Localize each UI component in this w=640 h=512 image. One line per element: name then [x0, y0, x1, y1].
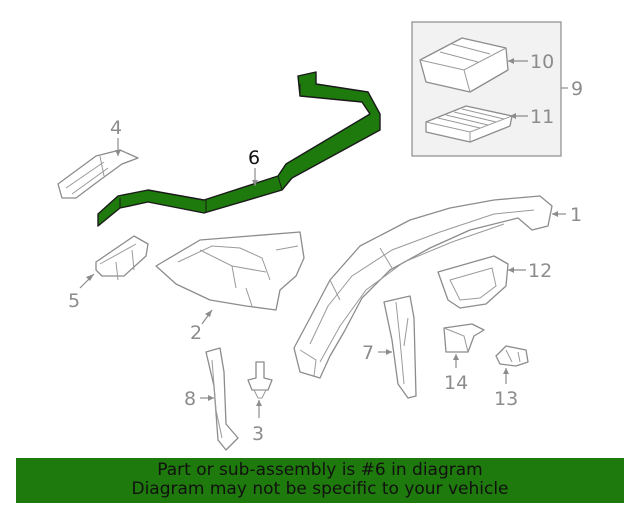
part-1[interactable]	[293, 195, 553, 379]
callout-10[interactable]: 10	[530, 51, 554, 73]
part-3[interactable]	[247, 361, 273, 399]
part-8[interactable]	[205, 347, 239, 451]
part-14[interactable]	[443, 323, 485, 353]
banner-line-2: Diagram may not be specific to your vehi…	[131, 479, 509, 499]
callout-1[interactable]: 1	[570, 204, 582, 226]
callout-3[interactable]: 3	[252, 423, 264, 445]
leader-lines	[79, 138, 566, 418]
callout-4[interactable]: 4	[110, 117, 122, 139]
inset-group	[411, 21, 568, 157]
callout-7[interactable]: 7	[362, 342, 374, 364]
part-2[interactable]	[155, 231, 305, 311]
banner-line-1: Part or sub-assembly is #6 in diagram	[157, 460, 483, 480]
part-11[interactable]	[425, 105, 513, 143]
info-banner: Part or sub-assembly is #6 in diagram Di…	[16, 458, 624, 503]
part-7[interactable]	[383, 295, 417, 399]
part-6-rail[interactable]	[97, 71, 381, 227]
callout-labels: 1 2 3 4 5 6 7 8 9 10 11 12 13 14	[68, 51, 583, 445]
callout-8[interactable]: 8	[184, 388, 196, 410]
callout-11[interactable]: 11	[530, 106, 554, 128]
callout-2[interactable]: 2	[190, 322, 202, 344]
callout-6[interactable]: 6	[248, 147, 260, 169]
callout-9[interactable]: 9	[571, 78, 583, 100]
part-6-highlight	[97, 71, 381, 227]
callout-12[interactable]: 12	[528, 260, 552, 282]
part-13[interactable]	[495, 345, 529, 367]
part-12[interactable]	[437, 255, 509, 309]
part-5[interactable]	[95, 235, 149, 281]
callout-13[interactable]: 13	[494, 388, 518, 410]
callout-14[interactable]: 14	[444, 372, 468, 394]
part-10[interactable]	[419, 37, 509, 93]
callout-5[interactable]: 5	[68, 290, 80, 312]
part-4[interactable]	[57, 149, 139, 199]
